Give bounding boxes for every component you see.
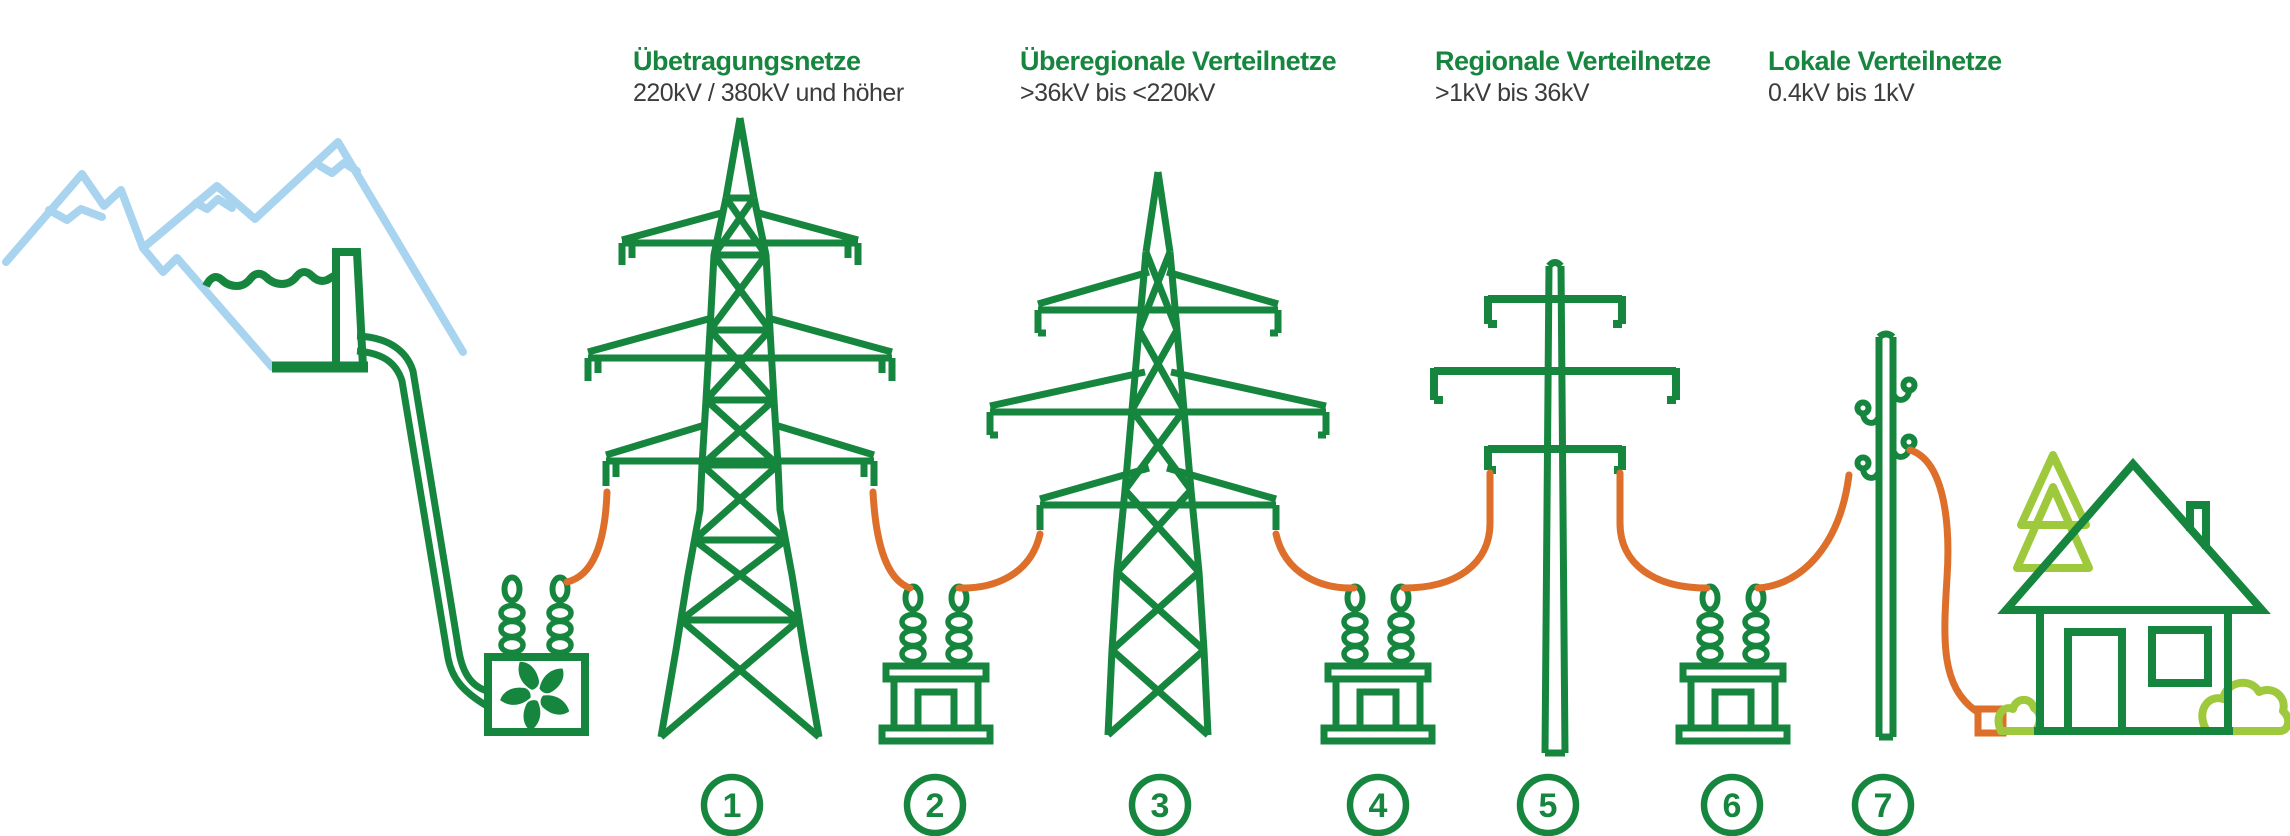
fir-tree-icon: [2017, 451, 2090, 529]
mountains-icon: [2, 138, 467, 371]
header-subtitle-regionale-verteilnetze: >1kV bis 36kV: [1435, 79, 1590, 107]
insulator-hook-icon: [1854, 376, 1918, 481]
marker-circle-1: [700, 773, 764, 836]
transmission-tower-icon: [584, 117, 896, 740]
cable-transformer4-to-pole5: [1400, 469, 1494, 592]
local-pole-icon: [1854, 330, 1918, 741]
house-icon: [1997, 457, 2271, 735]
header-title-regionale-verteilnetze: Regionale Verteilnetze: [1435, 46, 1711, 76]
cable-generator-to-tower1: [563, 488, 611, 586]
crossarm-top: [618, 208, 862, 265]
marker-number-3: 3: [1151, 787, 1170, 825]
crossarm-top: [1484, 295, 1626, 328]
marker-circle-7: [1851, 773, 1915, 836]
marker-number-2: 2: [926, 787, 945, 825]
vegetation: [1994, 451, 2290, 735]
header-subtitle-uebertragungsnetze: 220kV / 380kV und höher: [633, 79, 904, 107]
marker-circle-6: [1700, 773, 1764, 836]
header-title-ueberregionale-verteilnetze: Überegionale Verteilnetze: [1020, 46, 1337, 76]
water-wave-icon: [202, 268, 336, 291]
crossarm-bottom: [1036, 464, 1280, 530]
cable-tower1-to-transformer2: [869, 488, 914, 592]
marker-number-7: 7: [1874, 787, 1893, 825]
bush-icon: [2198, 678, 2290, 735]
power-cables: [563, 446, 2007, 737]
bushing-icon: [501, 578, 523, 653]
turbine-icon: [500, 661, 570, 731]
chimney: [2186, 501, 2210, 549]
marker-circle-4: [1346, 773, 1410, 836]
distribution-tower-icon: [986, 171, 1330, 738]
marker-circle-5: [1516, 773, 1580, 836]
cable-transformer6-to-pole7: [1754, 471, 1853, 592]
crossarm-middle: [584, 314, 896, 381]
penstock-pipe-outer: [356, 332, 492, 696]
marker-number-1: 1: [723, 787, 742, 825]
crossarm-middle: [1430, 367, 1680, 404]
step-markers: 1 2 3 4 5 6 7: [700, 773, 1915, 836]
cable-tower3-to-transformer4: [1272, 530, 1358, 592]
header-subtitle-lokale-verteilnetze: 0.4kV bis 1kV: [1768, 79, 1915, 107]
section-headers: Übetragungsnetze 220kV / 380kV und höher…: [633, 46, 2003, 107]
header-title-lokale-verteilnetze: Lokale Verteilnetze: [1768, 46, 2002, 76]
transformer-station-icon: [1324, 587, 1432, 742]
window: [2148, 626, 2212, 687]
roof: [1997, 457, 2271, 614]
crossarm-middle: [986, 368, 1330, 439]
transformer-station-icon: [1679, 587, 1787, 742]
cable-transformer2-to-tower3: [955, 530, 1044, 592]
crossarm-bottom: [602, 421, 878, 486]
header-title-uebertragungsnetze: Übetragungsnetze: [633, 46, 861, 76]
marker-circle-3: [1128, 773, 1192, 836]
regional-pole-icon: [1430, 259, 1680, 757]
reservoir-dam-icon: [202, 248, 492, 710]
penstock-pipe-inner: [356, 347, 489, 710]
marker-circle-2: [903, 773, 967, 836]
crossarm-bottom: [1484, 445, 1626, 474]
header-subtitle-ueberregionale-verteilnetze: >36kV bis <220kV: [1020, 79, 1216, 107]
bushing-icon: [549, 578, 571, 653]
marker-number-5: 5: [1539, 787, 1558, 825]
cable-pole7-to-house: [1906, 446, 1980, 715]
cable-pole5-to-transformer6: [1616, 469, 1711, 592]
marker-number-6: 6: [1723, 787, 1742, 825]
door: [2064, 628, 2126, 731]
crossarm-top: [1034, 268, 1282, 337]
transformer-station-icon: [882, 587, 990, 742]
house-connection-box-icon: [1974, 705, 2007, 737]
marker-number-4: 4: [1369, 787, 1388, 825]
hydro-generator-icon: [484, 578, 589, 736]
